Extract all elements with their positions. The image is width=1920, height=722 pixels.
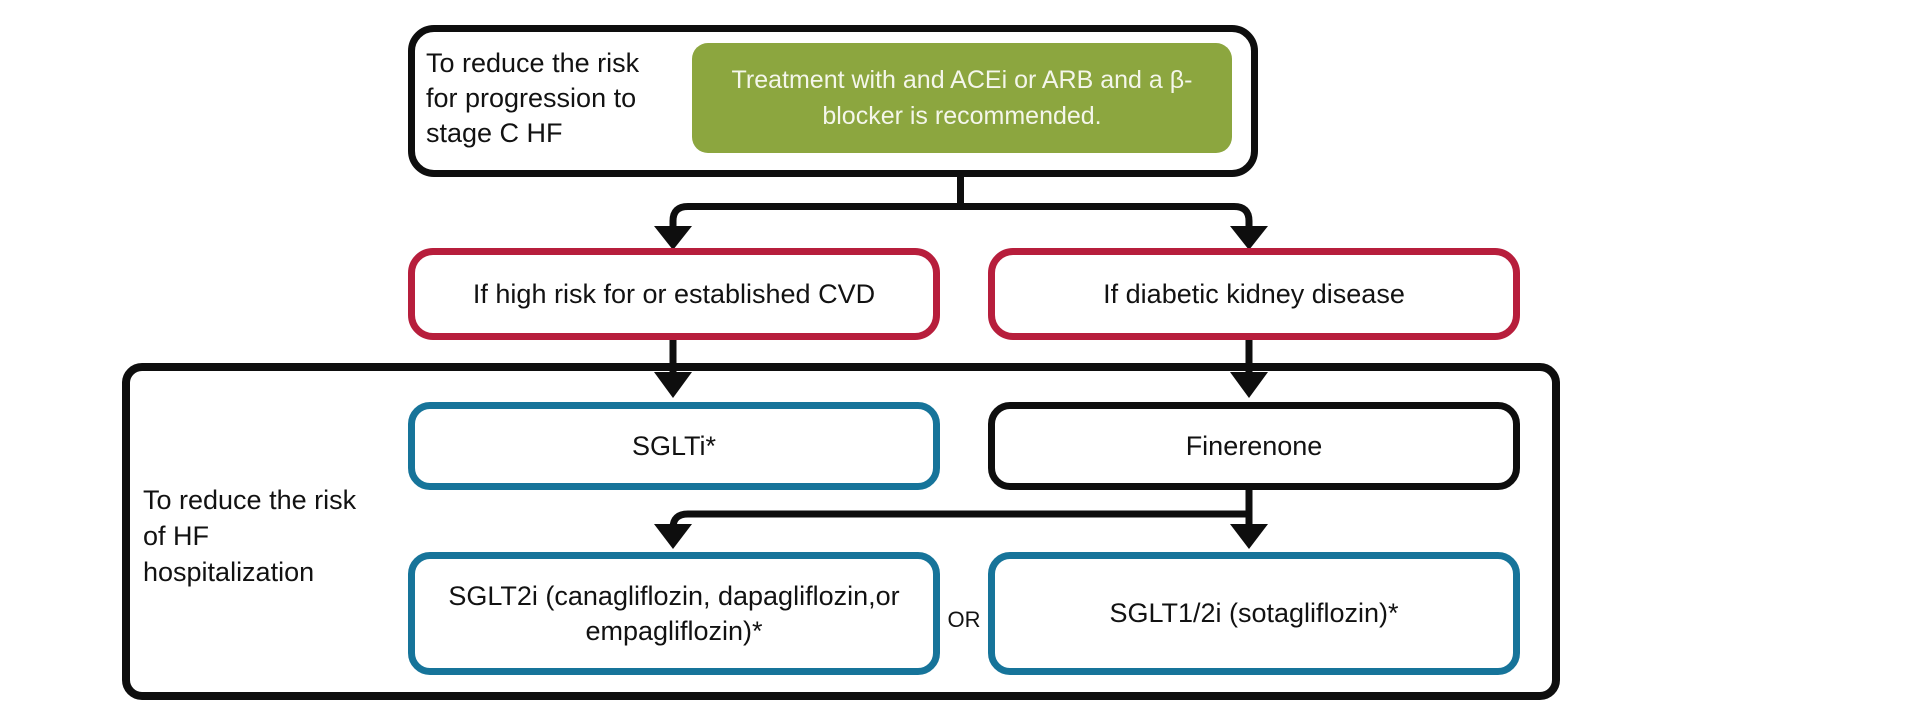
sglt2i-box: SGLT2i (canagliflozin, dapagliflozin,or … <box>408 552 940 675</box>
stage-c-label: To reduce the risk for progression to st… <box>426 48 640 148</box>
finerenone-box: Finerenone <box>988 402 1520 490</box>
sglt12i-label: SGLT1/2i (sotagliflozin)* <box>1109 598 1399 628</box>
condition-box-dkd: If diabetic kidney disease <box>988 248 1520 340</box>
hospitalization-label: To reduce the risk of HF hospitalization <box>143 485 357 587</box>
acei-arb-recommendation-text: Treatment with and ACEi or ARB and a β-b… <box>731 66 1193 130</box>
condition-label-cvd: If high risk for or established CVD <box>472 278 876 309</box>
acei-arb-recommendation-box: Treatment with and ACEi or ARB and a β-b… <box>692 43 1232 153</box>
condition-box-cvd: If high risk for or established CVD <box>408 248 940 340</box>
connector-branch1-right-corner <box>1233 203 1253 228</box>
arrowhead-down-icon <box>1230 226 1268 250</box>
sglt12i-box: SGLT1/2i (sotagliflozin)* <box>988 552 1520 675</box>
hospitalization-container <box>122 363 1560 700</box>
connector-branch1-left-corner <box>669 203 689 228</box>
arrowhead-down-icon <box>654 226 692 250</box>
or-label: OR <box>947 607 981 632</box>
sglti-label: SGLTi* <box>631 430 717 461</box>
finerenone-label: Finerenone <box>1185 430 1323 461</box>
sglti-box: SGLTi* <box>408 402 940 490</box>
sglt2i-label: SGLT2i (canagliflozin, dapagliflozin,or … <box>448 580 900 646</box>
condition-label-dkd: If diabetic kidney disease <box>1103 278 1405 309</box>
